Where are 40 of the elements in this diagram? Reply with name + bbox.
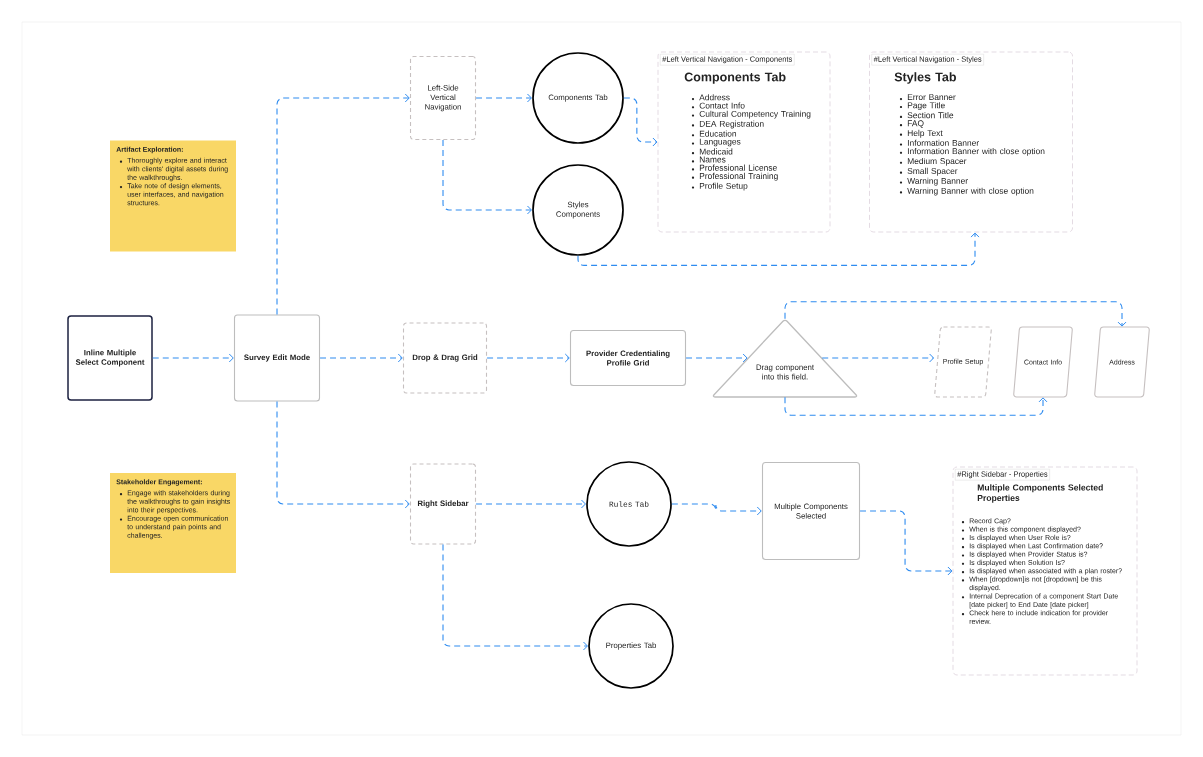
arrow: [319, 353, 403, 363]
list-item: Names: [691, 156, 726, 163]
panel-heading: Styles Tab: [894, 72, 956, 84]
list-item: Information Banner with close option: [899, 148, 1045, 156]
list-item: FAQ: [899, 120, 924, 128]
list-item: Information Banner: [899, 139, 979, 146]
list-item: Medicaid: [691, 148, 733, 155]
arrow: [784, 396, 1048, 416]
list-item: Contact Info: [691, 102, 745, 109]
arrow: [442, 139, 532, 215]
arrow: [475, 93, 532, 103]
arrow: [821, 353, 935, 363]
list-item: Page Title: [899, 102, 945, 110]
list-item: Languages: [691, 138, 741, 147]
list-item: Address: [691, 94, 730, 101]
list-item: Error Banner: [899, 94, 956, 101]
panel-heading: Multiple Components Selected Properties: [977, 484, 1103, 503]
arrow: [276, 93, 410, 315]
panel-heading: Components Tab: [684, 72, 786, 84]
arrow: [671, 503, 762, 516]
list-item: Warning Banner with close option: [899, 187, 1034, 196]
list-item: Section Title: [899, 112, 954, 119]
arrow: [685, 353, 748, 363]
arrow: [784, 301, 1127, 327]
list-item: Small Spacer: [899, 167, 958, 176]
list-item: Cultural Competency Training: [691, 110, 811, 119]
list-item: Medium Spacer: [899, 157, 967, 166]
arrow: [276, 401, 410, 509]
arrow: [442, 544, 588, 651]
arrow: [859, 510, 953, 576]
list-item: Profile Setup: [691, 182, 748, 191]
arrow: [152, 353, 234, 363]
list-item: Professional License: [691, 164, 777, 171]
arrow: [486, 353, 570, 363]
list-item: DEA Registration: [691, 120, 764, 129]
list-item: Help Text: [899, 129, 943, 138]
list-item: Professional Training: [691, 172, 778, 181]
arrow: [475, 499, 586, 509]
list-item: Education: [691, 130, 736, 137]
list-item: Warning Banner: [899, 177, 968, 186]
